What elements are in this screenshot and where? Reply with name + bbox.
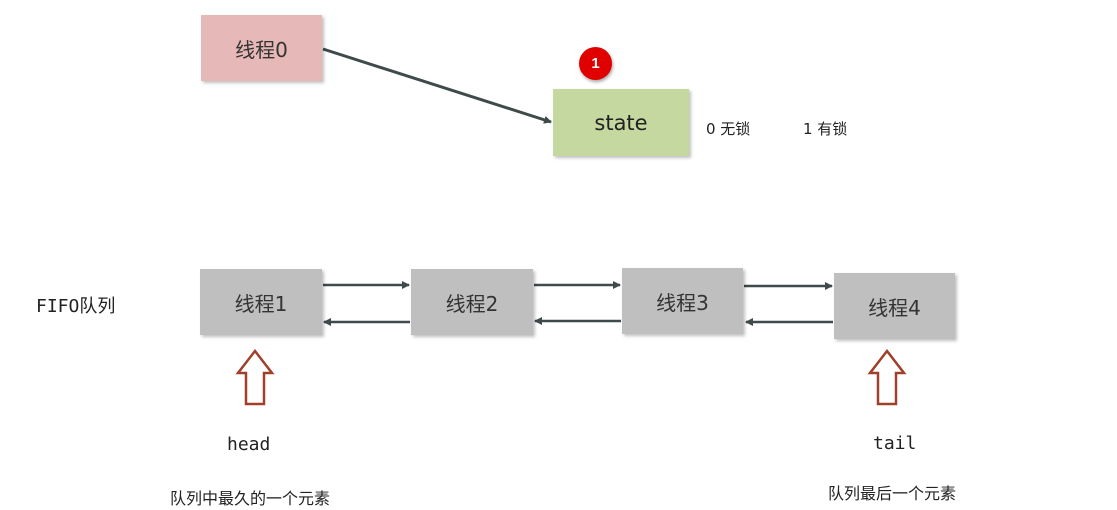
tail-label: tail [873, 433, 917, 454]
head-label: head [227, 434, 271, 455]
tail-description: 队列最后一个元素 [828, 484, 957, 503]
state-node: state [553, 89, 689, 156]
queue-node-4: 线程4 [834, 273, 955, 339]
queue-node-3: 线程3 [622, 268, 743, 334]
queue-node-2: 线程2 [411, 269, 533, 335]
legend-locked: 1 有锁 [803, 120, 848, 138]
thread0-to-state-arrow [322, 47, 552, 124]
thread0-node: 线程0 [201, 15, 322, 81]
step-badge: 1 [579, 47, 612, 80]
queue-node-label: 线程3 [656, 290, 709, 315]
legend-unlocked: 0 无锁 [706, 120, 751, 138]
tail-pointer-arrow-icon [867, 348, 907, 406]
head-description: 队列中最久的一个元素 [170, 489, 331, 508]
queue-node-label: 线程2 [445, 291, 499, 316]
queue-node-label: 线程1 [234, 291, 288, 316]
fifo-queue-label: FIFO队列 [36, 296, 116, 317]
thread0-label: 线程0 [235, 37, 288, 62]
queue-node-1: 线程1 [200, 269, 322, 335]
head-pointer-arrow-icon [235, 348, 275, 406]
state-label: state [594, 110, 648, 135]
queue-node-label: 线程4 [868, 295, 921, 320]
